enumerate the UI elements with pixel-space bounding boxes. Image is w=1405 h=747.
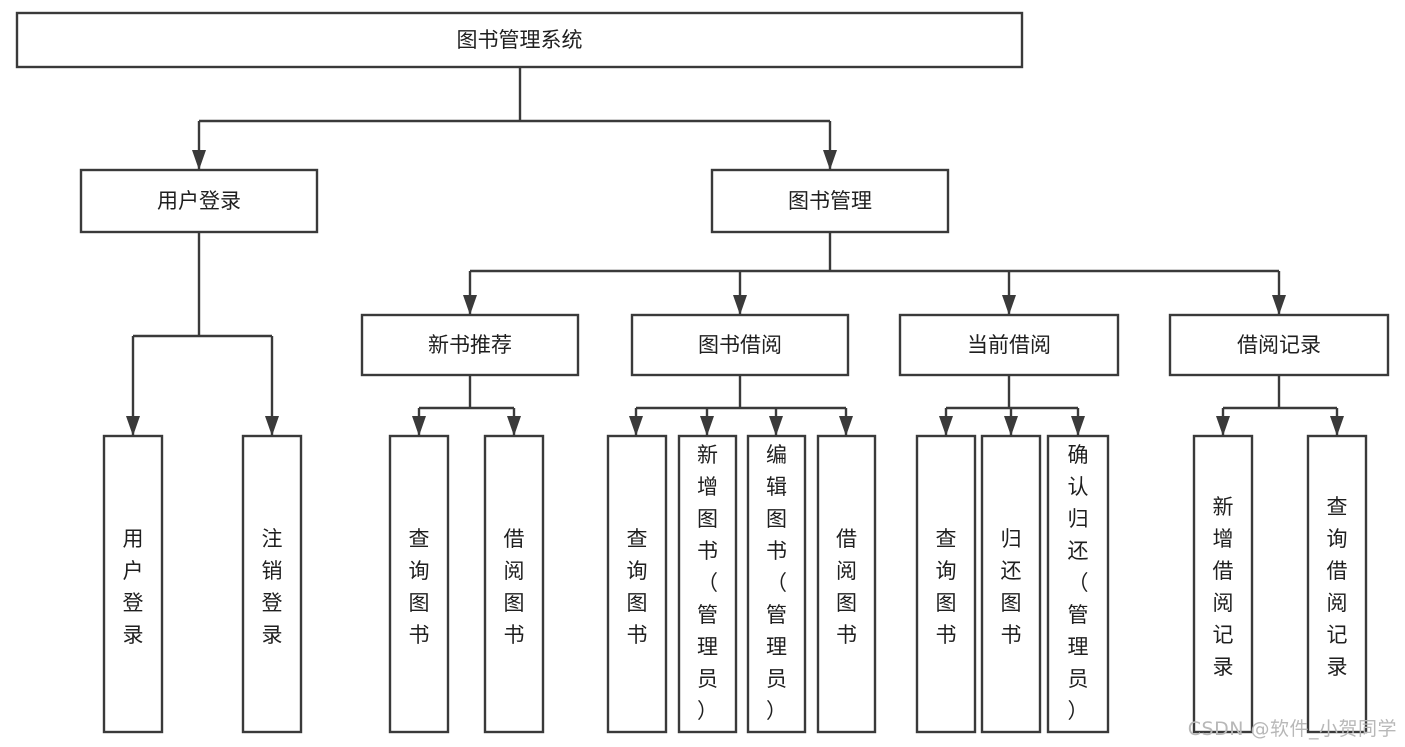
arrow-head-icon: [700, 416, 714, 436]
node-leaf-confirm-return[interactable]: 确认归还（管理员）: [1046, 434, 1110, 734]
arrow-head-icon: [507, 416, 521, 436]
node-leaf-borrow-book-1[interactable]: 借阅图书: [483, 434, 545, 734]
node-label: 图书管理系统: [457, 28, 583, 52]
node-leaf-edit-book[interactable]: 编辑图书（管理员）: [746, 434, 807, 734]
node-borrow-record[interactable]: 借阅记录: [1168, 313, 1390, 377]
arrow-head-icon: [733, 295, 747, 315]
node-box[interactable]: [710, 168, 950, 234]
node-new-book-recommend[interactable]: 新书推荐: [360, 313, 580, 377]
arrow-head-icon: [192, 150, 206, 170]
arrow-head-icon: [1272, 295, 1286, 315]
arrow-head-icon: [463, 295, 477, 315]
node-label: 当前借阅: [967, 333, 1051, 357]
node-label: 注销登录: [262, 527, 283, 647]
node-label: 图书借阅: [698, 333, 782, 357]
node-box[interactable]: [241, 434, 303, 734]
node-label: 新增图书（管理员）: [697, 443, 718, 723]
node-box[interactable]: [746, 434, 807, 734]
node-label: 借阅图书: [836, 527, 857, 647]
node-label: 查询图书: [409, 527, 430, 647]
node-leaf-user-login[interactable]: 用户登录: [102, 434, 164, 734]
node-layer: 图书管理系统用户登录图书管理新书推荐图书借阅当前借阅借阅记录用户登录注销登录查询…: [15, 11, 1390, 734]
arrow-head-icon: [823, 150, 837, 170]
arrow-head-icon: [769, 416, 783, 436]
node-label: 借阅记录: [1237, 333, 1321, 357]
node-box[interactable]: [483, 434, 545, 734]
node-label: 编辑图书（管理员）: [766, 443, 787, 723]
node-book-manage[interactable]: 图书管理: [710, 168, 950, 234]
node-box[interactable]: [1306, 434, 1368, 734]
node-book-borrow[interactable]: 图书借阅: [630, 313, 850, 377]
node-box[interactable]: [677, 434, 738, 734]
node-box[interactable]: [388, 434, 450, 734]
node-label: 归还图书: [1001, 527, 1022, 647]
node-label: 用户登录: [123, 527, 144, 647]
node-user-login[interactable]: 用户登录: [79, 168, 319, 234]
node-box[interactable]: [606, 434, 668, 734]
node-box[interactable]: [1168, 313, 1390, 377]
node-box[interactable]: [915, 434, 977, 734]
arrow-head-icon: [126, 416, 140, 436]
node-leaf-logout[interactable]: 注销登录: [241, 434, 303, 734]
node-label: 用户登录: [157, 189, 241, 213]
node-box[interactable]: [360, 313, 580, 377]
node-box[interactable]: [898, 313, 1120, 377]
node-label: 查询图书: [627, 527, 648, 647]
arrow-head-icon: [1002, 295, 1016, 315]
arrow-head-icon: [1216, 416, 1230, 436]
node-label: 图书管理: [788, 189, 872, 213]
node-box[interactable]: [1192, 434, 1254, 734]
node-box[interactable]: [630, 313, 850, 377]
node-box[interactable]: [15, 11, 1024, 69]
node-root-system[interactable]: 图书管理系统: [15, 11, 1024, 69]
arrow-head-icon: [412, 416, 426, 436]
edge-layer: [126, 67, 1344, 436]
node-box[interactable]: [980, 434, 1042, 734]
node-label: 确认归还（管理员）: [1068, 443, 1089, 723]
node-box[interactable]: [1046, 434, 1110, 734]
node-leaf-query-book-3[interactable]: 查询图书: [915, 434, 977, 734]
node-box[interactable]: [816, 434, 877, 734]
node-leaf-borrow-book-2[interactable]: 借阅图书: [816, 434, 877, 734]
node-leaf-query-book-1[interactable]: 查询图书: [388, 434, 450, 734]
node-label: 查询借阅记录: [1327, 495, 1348, 679]
node-label: 新增借阅记录: [1213, 495, 1234, 679]
arrow-head-icon: [939, 416, 953, 436]
arrow-head-icon: [265, 416, 279, 436]
node-box[interactable]: [79, 168, 319, 234]
arrow-head-icon: [839, 416, 853, 436]
node-leaf-query-record[interactable]: 查询借阅记录: [1306, 434, 1368, 734]
node-label: 新书推荐: [428, 333, 512, 357]
arrow-head-icon: [1330, 416, 1344, 436]
node-current-borrow[interactable]: 当前借阅: [898, 313, 1120, 377]
node-leaf-query-book-2[interactable]: 查询图书: [606, 434, 668, 734]
arrow-head-icon: [629, 416, 643, 436]
node-leaf-add-book[interactable]: 新增图书（管理员）: [677, 434, 738, 734]
arrow-head-icon: [1071, 416, 1085, 436]
node-box[interactable]: [102, 434, 164, 734]
node-label: 借阅图书: [504, 527, 525, 647]
node-leaf-add-record[interactable]: 新增借阅记录: [1192, 434, 1254, 734]
node-label: 查询图书: [936, 527, 957, 647]
node-leaf-return-book[interactable]: 归还图书: [980, 434, 1042, 734]
arrow-head-icon: [1004, 416, 1018, 436]
